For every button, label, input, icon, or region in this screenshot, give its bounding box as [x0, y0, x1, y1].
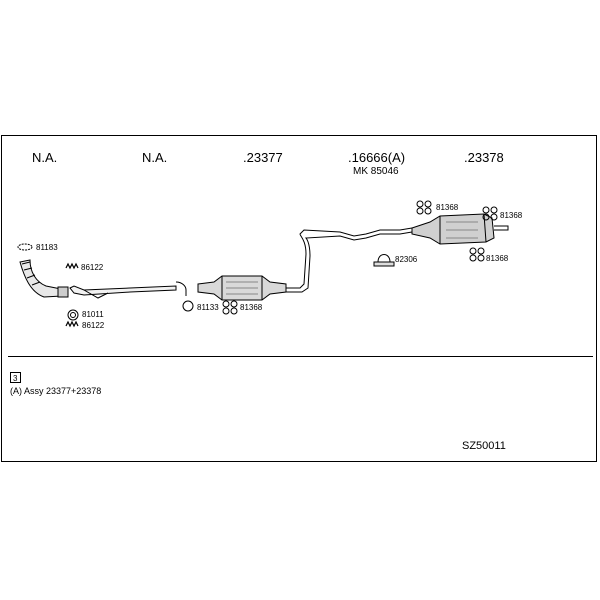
part-86122-top: 86122: [81, 263, 104, 272]
hanger-81368-c-icon: [469, 247, 485, 262]
header-label-3: .23377: [243, 150, 283, 165]
hanger-81368-mid-icon: [222, 300, 238, 315]
spring-86122-bottom-icon: [65, 320, 79, 328]
assembly-note: (A) Assy 23377+23378: [10, 386, 102, 396]
gasket-81183-icon: [17, 243, 33, 251]
notes-divider: [8, 356, 593, 357]
intermediate-pipe-icon: [69, 281, 187, 299]
diagram-code: SZ50011: [462, 440, 506, 452]
part-81368-mid: 81368: [240, 303, 263, 312]
ring-81133-icon: [182, 300, 194, 312]
mounting-kit-label: MK 85046: [353, 166, 399, 177]
catalytic-converter-icon: [197, 275, 287, 301]
part-81368-b: 81368: [500, 211, 523, 220]
gasket-81011-icon: [67, 309, 79, 321]
header-label-5: .23378: [464, 150, 504, 165]
part-82306: 82306: [395, 255, 418, 264]
part-81368-a: 81368: [436, 203, 459, 212]
hanger-81368-b-icon: [482, 206, 498, 221]
part-81183: 81183: [36, 243, 58, 252]
header-label-4: .16666(A): [348, 150, 406, 165]
part-81133: 81133: [197, 303, 219, 312]
clamp-82306-icon: [373, 254, 395, 267]
part-81368-c: 81368: [486, 254, 509, 263]
middle-pipe-icon: [286, 227, 413, 289]
header-label-1: N.A.: [32, 150, 58, 165]
header-label-2: N.A.: [142, 150, 168, 165]
part-86122-bottom: 86122: [82, 321, 105, 330]
hanger-81368-a-icon: [416, 200, 432, 215]
spring-86122-icon: [65, 262, 79, 270]
part-81011: 81011: [82, 310, 104, 319]
front-pipe-icon: [19, 259, 69, 298]
rear-silencer-icon: [411, 213, 509, 245]
note-reference-box: 3: [10, 372, 21, 383]
diagram-frame: [1, 135, 597, 462]
